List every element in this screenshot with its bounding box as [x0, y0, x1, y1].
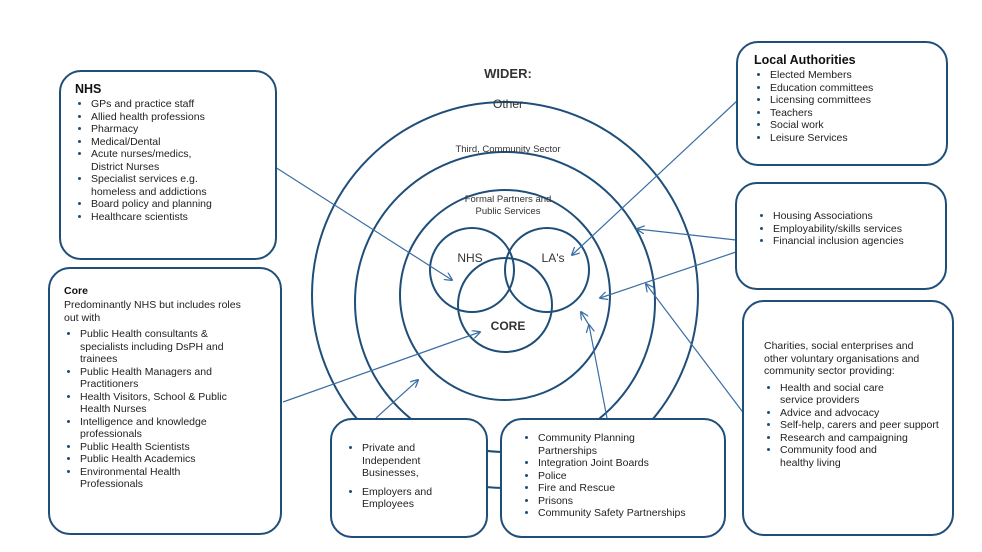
list-item: Allied health professions — [91, 111, 263, 124]
core-circle — [457, 257, 553, 353]
list-item: Social work — [770, 119, 934, 132]
housing-box: Housing Associations Employability/skill… — [735, 182, 947, 290]
list-item: Research and campaigning — [780, 432, 940, 445]
nhs-circle — [429, 227, 515, 313]
list-item: Licensing committees — [770, 94, 934, 107]
list-item: Community Safety Partnerships — [538, 507, 714, 520]
list-item: Health and social care service providers — [780, 382, 910, 407]
list-item: Environmental Health Professionals — [80, 466, 210, 491]
list-item: Board policy and planning — [91, 198, 263, 211]
private-list: Private and Independent Businesses, Empl… — [346, 442, 476, 511]
housing-list: Housing Associations Employability/skill… — [757, 210, 933, 248]
list-item: Health Visitors, School & Public Health … — [80, 391, 255, 416]
private-box: Private and Independent Businesses, Empl… — [330, 418, 488, 538]
charities-list: Health and social care service providers… — [764, 382, 940, 470]
list-item: Prisons — [538, 495, 714, 508]
charities-intro: Charities, social enterprises and other … — [764, 340, 920, 377]
list-item: Housing Associations — [773, 210, 933, 223]
nhs-box-arrow — [274, 166, 452, 280]
community-box-arrow-1 — [589, 325, 608, 419]
list-item: Self-help, carers and peer support — [780, 419, 940, 432]
list-item: Private and Independent Businesses, — [362, 442, 457, 480]
list-item: Community Planning Partnerships — [538, 432, 668, 457]
list-item: Police — [538, 470, 714, 483]
list-item: Intelligence and knowledge professionals — [80, 416, 230, 441]
core-box-arrow — [282, 332, 480, 403]
list-item: Integration Joint Boards — [538, 457, 714, 470]
list-item: Public Health Academics — [80, 453, 268, 466]
list-item: Community food and healthy living — [780, 444, 905, 469]
list-item: GPs and practice staff — [91, 98, 263, 111]
charities-box: Charities, social enterprises and other … — [742, 300, 954, 536]
local-authorities-box: Local Authorities Elected Members Educat… — [736, 41, 948, 166]
third-sector-label: Third, Community Sector — [455, 144, 560, 155]
core-circle-label: CORE — [491, 319, 526, 333]
formal-partners-label-line2: Public Services — [476, 206, 541, 217]
list-item: Elected Members — [770, 69, 934, 82]
charities-box-arrow — [646, 284, 746, 416]
las-circle — [504, 227, 590, 313]
list-item: Employers and Employees — [362, 486, 462, 511]
list-item: Medical/Dental — [91, 136, 263, 149]
nhs-box-title: NHS — [75, 82, 102, 96]
list-item: Public Health Managers and Practitioners — [80, 366, 240, 391]
list-item: Fire and Rescue — [538, 482, 714, 495]
private-box-arrow — [375, 380, 418, 419]
list-item: Education committees — [770, 82, 934, 95]
list-item: Acute nurses/medics, District Nurses — [91, 148, 211, 173]
list-item: Teachers — [770, 107, 934, 120]
core-box: Core Predominantly NHS but includes role… — [48, 267, 282, 535]
housing-box-arrow-1 — [637, 229, 737, 241]
list-item: Financial inclusion agencies — [773, 235, 933, 248]
list-item: Healthcare scientists — [91, 211, 263, 224]
other-label: Other — [493, 97, 523, 111]
list-item: Specialist services e.g. homeless and ad… — [91, 173, 236, 198]
list-item: Public Health Scientists — [80, 441, 268, 454]
community-planning-box: Community Planning Partnerships Integrat… — [500, 418, 726, 538]
wider-title: WIDER: — [484, 66, 532, 81]
las-circle-label: LA's — [542, 251, 565, 265]
list-item: Advice and advocacy — [780, 407, 940, 420]
core-box-title: Core — [64, 285, 88, 297]
housing-box-arrow-2 — [600, 251, 737, 298]
list-item: Pharmacy — [91, 123, 263, 136]
core-box-intro: Predominantly NHS but includes roles out… — [64, 299, 241, 324]
community-box-arrow-2 — [581, 312, 590, 326]
nhs-circle-label: NHS — [457, 251, 482, 265]
local-authorities-list: Elected Members Education committees Lic… — [754, 69, 934, 144]
list-item: Employability/skills services — [773, 223, 933, 236]
la-box-arrow — [572, 99, 739, 255]
local-authorities-title: Local Authorities — [754, 53, 856, 67]
formal-partners-label-line1: Formal Partners and — [465, 194, 552, 205]
community-list: Community Planning Partnerships Integrat… — [522, 432, 714, 520]
list-item: Public Health consultants & specialists … — [80, 328, 250, 366]
nhs-box-list: GPs and practice staff Allied health pro… — [75, 98, 263, 223]
list-item: Leisure Services — [770, 132, 934, 145]
core-box-list: Public Health consultants & specialists … — [64, 328, 268, 491]
nhs-box: NHS GPs and practice staff Allied health… — [59, 70, 277, 260]
